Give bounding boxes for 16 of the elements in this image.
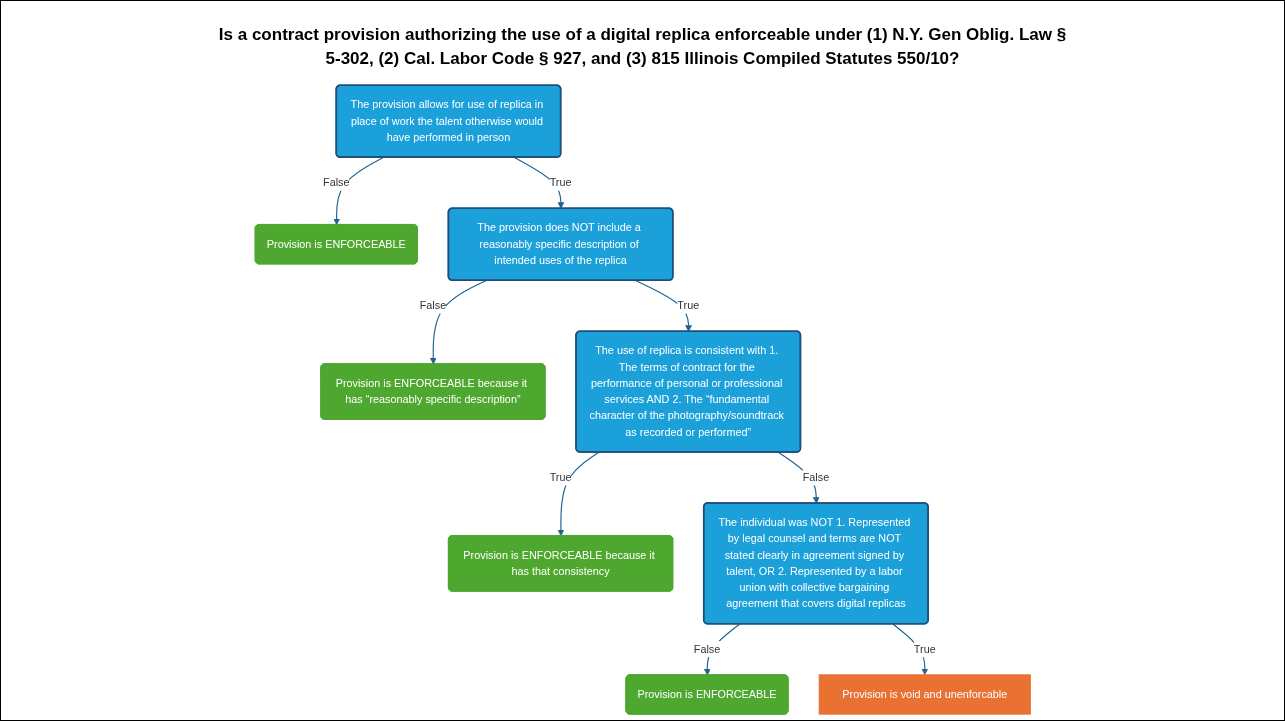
edge-label: False	[419, 298, 446, 312]
arrow	[513, 156, 564, 209]
edge-label: True	[549, 470, 572, 483]
arrow	[891, 623, 928, 675]
edge-label: True	[676, 298, 699, 312]
edge-label: True	[549, 175, 572, 189]
arrow	[429, 279, 487, 364]
edge-label: False	[693, 642, 720, 655]
diagram-title: Is a contract provision authorizing the use of a digital replica enforceable under (1) N.Y. Gen Oblig. Law § 5-302, (2) Cal. Labor Code § 927, and (3) 815 Illinois Compiled Statutes 550/10?	[217, 24, 1068, 70]
arrow	[634, 279, 692, 332]
arrow	[332, 156, 384, 225]
node-box: Provision is void and unenforcable	[818, 673, 1031, 715]
edge-label: False	[802, 470, 829, 483]
edge-label: True	[913, 642, 936, 655]
edge-label: False	[322, 175, 350, 189]
arrow	[557, 451, 600, 536]
